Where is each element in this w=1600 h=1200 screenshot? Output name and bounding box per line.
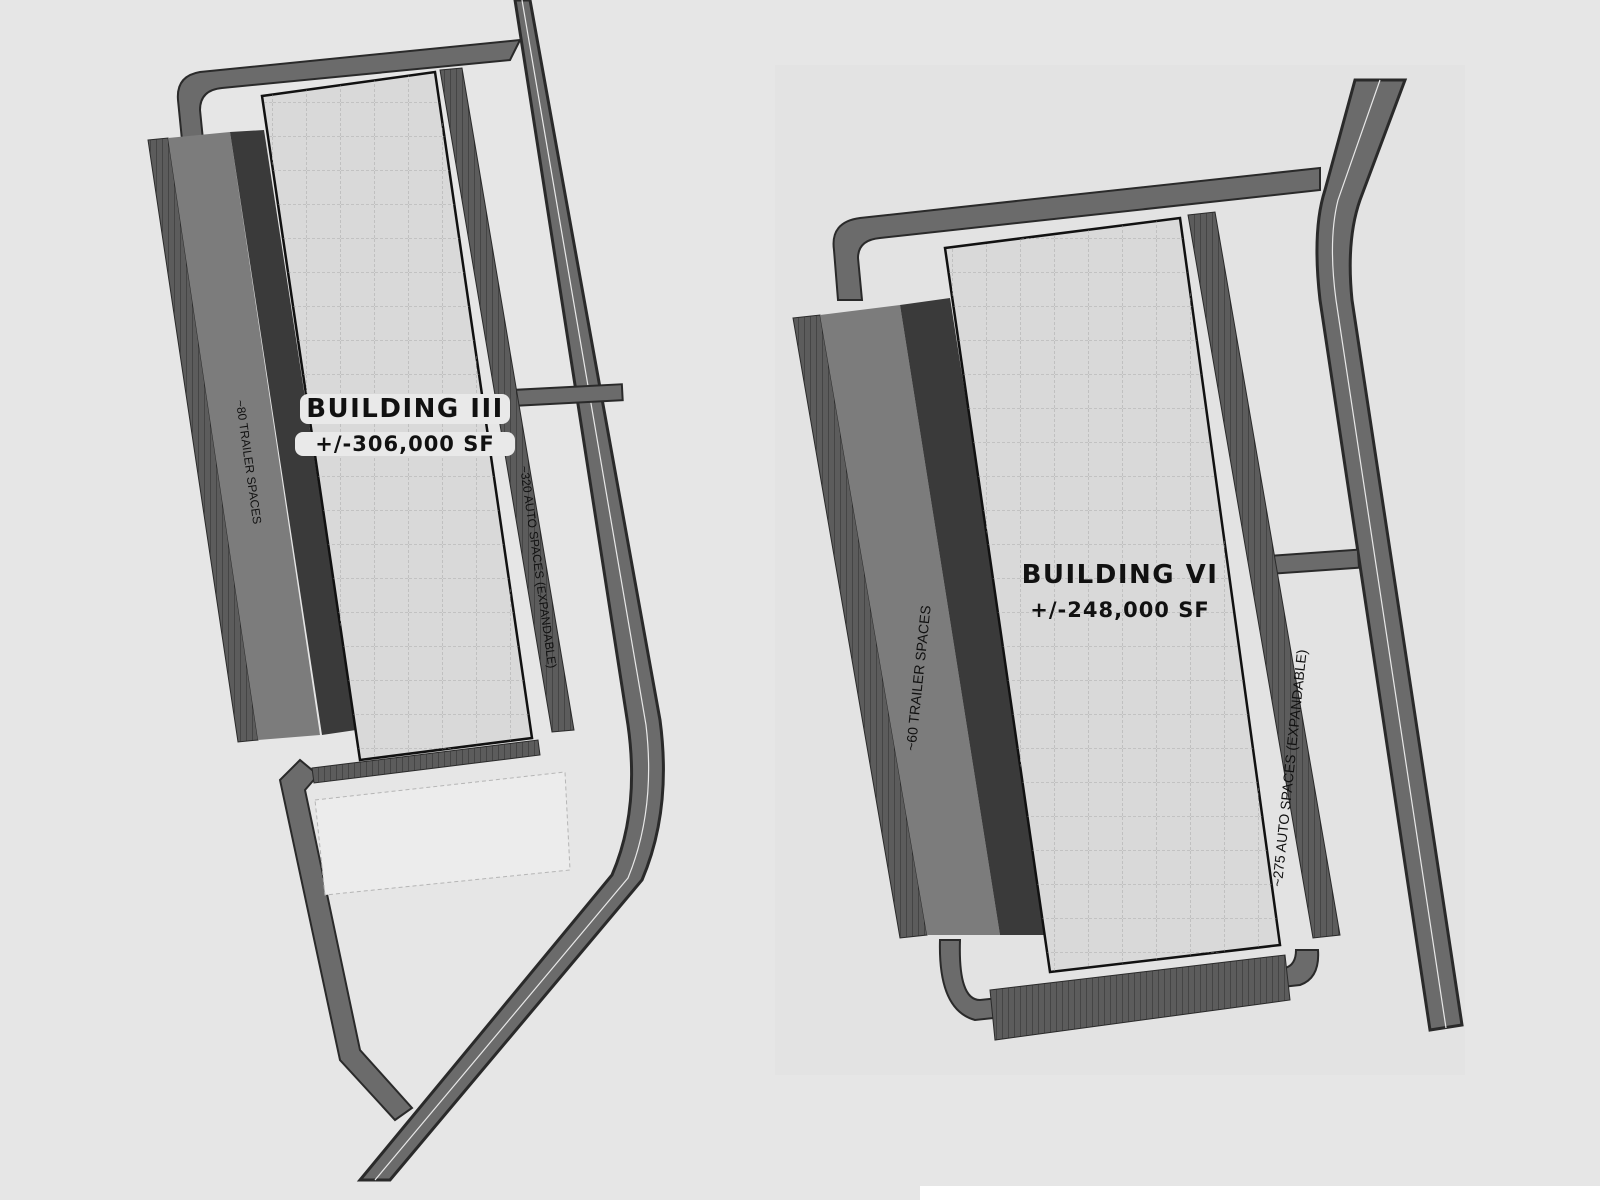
- driveway-connector-west: [510, 383, 624, 408]
- auto-parking-east: [1187, 211, 1341, 939]
- building-vi-area: +/-248,000 SF: [1030, 598, 1210, 622]
- site-building-iii: [147, 0, 665, 1182]
- site-building-vi: [775, 65, 1465, 1075]
- truck-court-west: [168, 132, 320, 740]
- expansion-parking-west: [314, 771, 571, 896]
- dock-apron-west: [230, 130, 356, 735]
- truck-court-east: [820, 305, 1000, 935]
- south-auto-parking-east: [989, 954, 1291, 1041]
- building-vi-title: BUILDING VI: [1021, 560, 1219, 590]
- perimeter-drive-east: [832, 166, 1321, 301]
- corner-mask: [920, 1186, 1600, 1200]
- access-road-east: [1315, 78, 1464, 1032]
- building-iii-title: BUILDING III: [300, 394, 510, 424]
- south-auto-parking-west: [311, 739, 541, 784]
- dock-apron-east: [900, 298, 1050, 935]
- access-road-west: [356, 0, 665, 1182]
- building-iii-area: +/-306,000 SF: [295, 432, 515, 456]
